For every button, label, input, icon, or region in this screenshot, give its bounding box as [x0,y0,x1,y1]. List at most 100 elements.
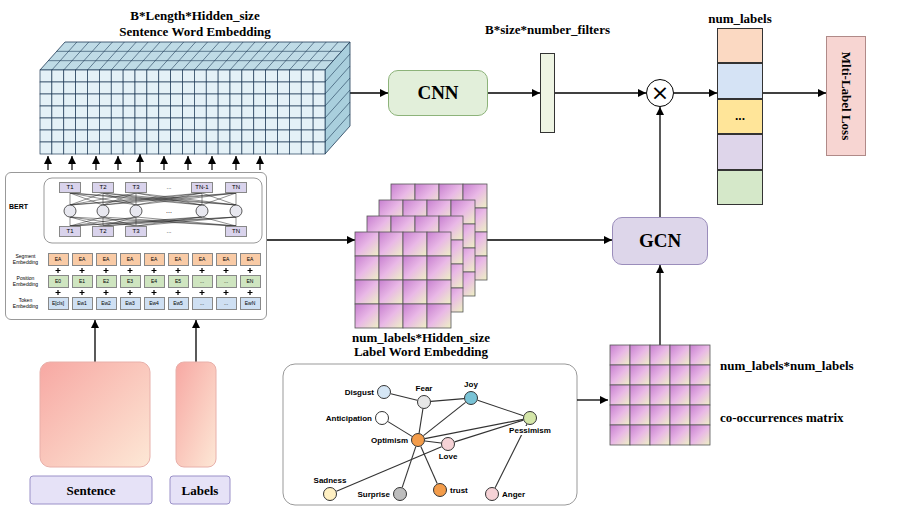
tensor-cell [88,130,100,142]
grid-line [325,102,350,130]
grid-line [183,42,208,70]
tensor-cell [206,94,218,106]
row-name: Position Embedding [7,273,44,290]
row-name: Segment Embedding [7,251,44,268]
tensor-cell [289,130,301,142]
plus-sign [248,290,253,295]
plus-sign [80,268,85,273]
tensor-cell [194,142,206,154]
label-score-vector: num_labels... [717,28,763,205]
input-token: T2 [92,226,114,237]
matrix-drawing [610,345,710,445]
flow-arrow [139,154,140,172]
node-text: Labels [182,483,219,498]
tensor-cell [206,106,218,118]
emotion-node: Love [441,437,455,451]
multiply-operator: × [646,79,674,107]
tensor-cell [313,82,325,94]
co-occurrence-link [336,447,441,492]
trm-unit [97,205,109,217]
tensor-cell [52,118,64,130]
ellipsis: ... [717,99,763,134]
node-text: Pessimism [508,426,552,435]
embedding-cell: ... [216,297,237,310]
node-text: GCN [639,231,681,251]
tensor-cell [194,130,206,142]
tensor-cell [99,130,111,142]
bert-encoder: BERTT1T2T3...TN-1TN...T1T2T3...TNSegment… [5,172,267,320]
plus-sign [224,268,229,273]
input-card [40,362,150,467]
tensor-cell [171,94,183,106]
tensor-cell [52,70,64,82]
tensor-cell [64,106,76,118]
co-occurrence-link [391,394,417,401]
attention-line [136,217,236,226]
tensor-cell [218,82,230,94]
tensor-cell [289,118,301,130]
tensor-cell [99,118,111,130]
grid-line [325,90,350,118]
attention-line [70,193,236,205]
tensor-cell [183,82,195,94]
embedding-cell: EA [168,253,189,266]
matrix-cell [670,405,690,425]
vector-segment [717,28,763,63]
attention-line [103,217,236,226]
tensor-cell [266,142,278,154]
tensor-cell [254,130,266,142]
tensor-cell [76,118,88,130]
emotion-node: Anger [485,487,499,501]
tensor-cell [301,70,313,82]
matrix-cell [650,405,670,425]
feature-vector: B*size*number_filters [540,53,555,133]
matrix-cell [610,425,630,445]
matrix-cell [690,425,710,445]
tensor-cell [278,70,290,82]
tensor-cell [218,106,230,118]
attention-line [103,193,236,205]
attention-line [236,217,237,226]
attention-line [70,193,136,205]
grid-line [254,42,279,70]
tensor-cell [183,130,195,142]
tensor-cell [278,82,290,94]
node-text: Anticipation [325,414,373,423]
input-token: T3 [125,226,147,237]
input-label-box [30,476,152,504]
emotion-node: Anticipation [375,411,389,425]
plus-sign [104,268,109,273]
tensor-cell [99,70,111,82]
plus-sign [176,290,181,295]
embedding-cell: EA [144,253,165,266]
tensor-cell [40,94,52,106]
tensor-cell [171,130,183,142]
embedding-cell: E0 [48,275,69,288]
flow-arrow [267,239,355,240]
tensor-cell [206,82,218,94]
tensor-cell [218,70,230,82]
tensor-cell [88,142,100,154]
emotion-node: Pessimism [523,411,537,425]
tensor-cell [135,82,147,94]
embedding-cell [379,280,403,304]
tensor-cell [123,82,135,94]
embedding-cell: Ew3 [120,297,141,310]
tensor-cell [301,118,313,130]
tensor-cell [183,118,195,130]
matrix-cell [670,385,690,405]
tensor-cell [278,106,290,118]
node-text: BERT [9,203,28,211]
tensor-cell [159,70,171,82]
tensor-cell [135,106,147,118]
tensor-cell [64,70,76,82]
tensor-cell [254,70,266,82]
embedding-cell: E4 [144,275,165,288]
embedding-cell: Ew5 [168,297,189,310]
ellipsis: ... [158,205,180,217]
embedding-cell: ... [192,275,213,288]
grid-line [242,42,267,70]
gcn-box: GCN [612,217,708,265]
embedding-cell: Ew4 [144,297,165,310]
tensor-cell [218,142,230,154]
